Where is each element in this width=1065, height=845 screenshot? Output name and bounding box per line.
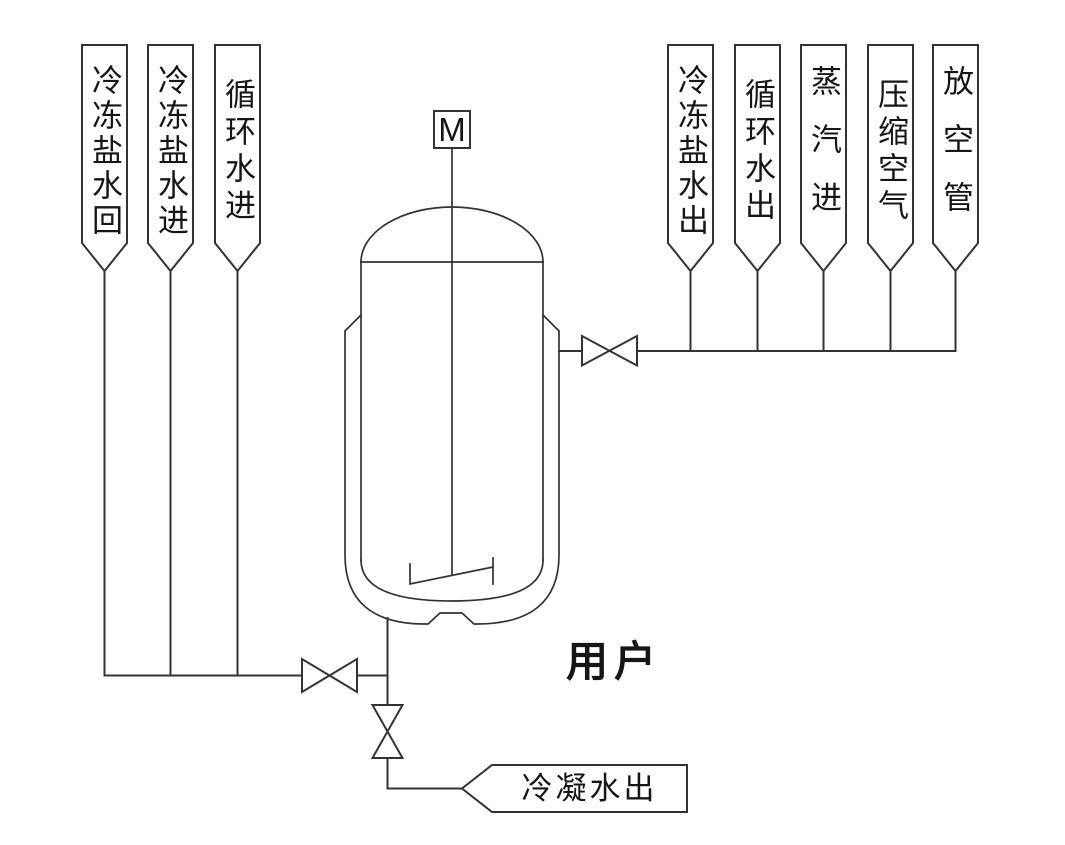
condensate-pipe bbox=[386, 757, 463, 790]
right-stream-banner-3 bbox=[867, 44, 914, 273]
motor-symbol-label: M bbox=[434, 111, 470, 148]
condensate-banner bbox=[460, 764, 688, 813]
right-stream-text-0: 冷冻盐水出 bbox=[673, 64, 708, 239]
right-stream-label-1: 循环水出 bbox=[735, 45, 780, 243]
right-stream-label-0: 冷冻盐水出 bbox=[668, 45, 713, 243]
left-stream-label-0: 冷冻盐水回 bbox=[82, 45, 127, 243]
right-stream-text-1: 循环水出 bbox=[740, 77, 775, 226]
condensate-valve bbox=[370, 704, 405, 759]
condensate-text: 冷凝水出 bbox=[521, 771, 658, 806]
right-stream-label-2: 蒸汽进 bbox=[801, 45, 846, 243]
left-stream-banner-0 bbox=[81, 44, 128, 273]
right-stream-label-4: 放空管 bbox=[933, 45, 978, 243]
right-stream-text-3: 压缩空气 bbox=[873, 77, 908, 226]
left-stream-banner-2 bbox=[214, 44, 261, 273]
left-stream-text-1: 冷冻盐水进 bbox=[153, 64, 188, 239]
left-stream-banner-1 bbox=[147, 44, 194, 273]
motor-letter: M bbox=[438, 111, 466, 148]
right-stream-banner-0 bbox=[667, 44, 714, 273]
right-stream-banner-4 bbox=[932, 44, 979, 273]
user-title-text: 用户 bbox=[566, 638, 663, 685]
left-stream-text-0: 冷冻盐水回 bbox=[87, 64, 122, 239]
left-header-valve bbox=[301, 657, 358, 694]
right-stream-label-3: 压缩空气 bbox=[868, 45, 913, 243]
condensate-label: 冷凝水出 bbox=[492, 765, 687, 812]
vessel-jacket bbox=[344, 313, 560, 625]
right-stream-text-2: 蒸汽进 bbox=[806, 64, 841, 239]
user-title: 用户 bbox=[566, 636, 716, 688]
right-stream-text-4: 放空管 bbox=[938, 64, 973, 239]
right-stream-banner-1 bbox=[734, 44, 781, 273]
vessel-bottom bbox=[360, 559, 544, 602]
left-stream-label-1: 冷冻盐水进 bbox=[148, 45, 193, 243]
left-stream-text-2: 循环水进 bbox=[220, 77, 255, 226]
left-stream-label-2: 循环水进 bbox=[215, 45, 260, 243]
agitator-paddle bbox=[409, 557, 495, 586]
right-stream-banner-2 bbox=[800, 44, 847, 273]
jacket-outlet-valve bbox=[581, 334, 638, 368]
